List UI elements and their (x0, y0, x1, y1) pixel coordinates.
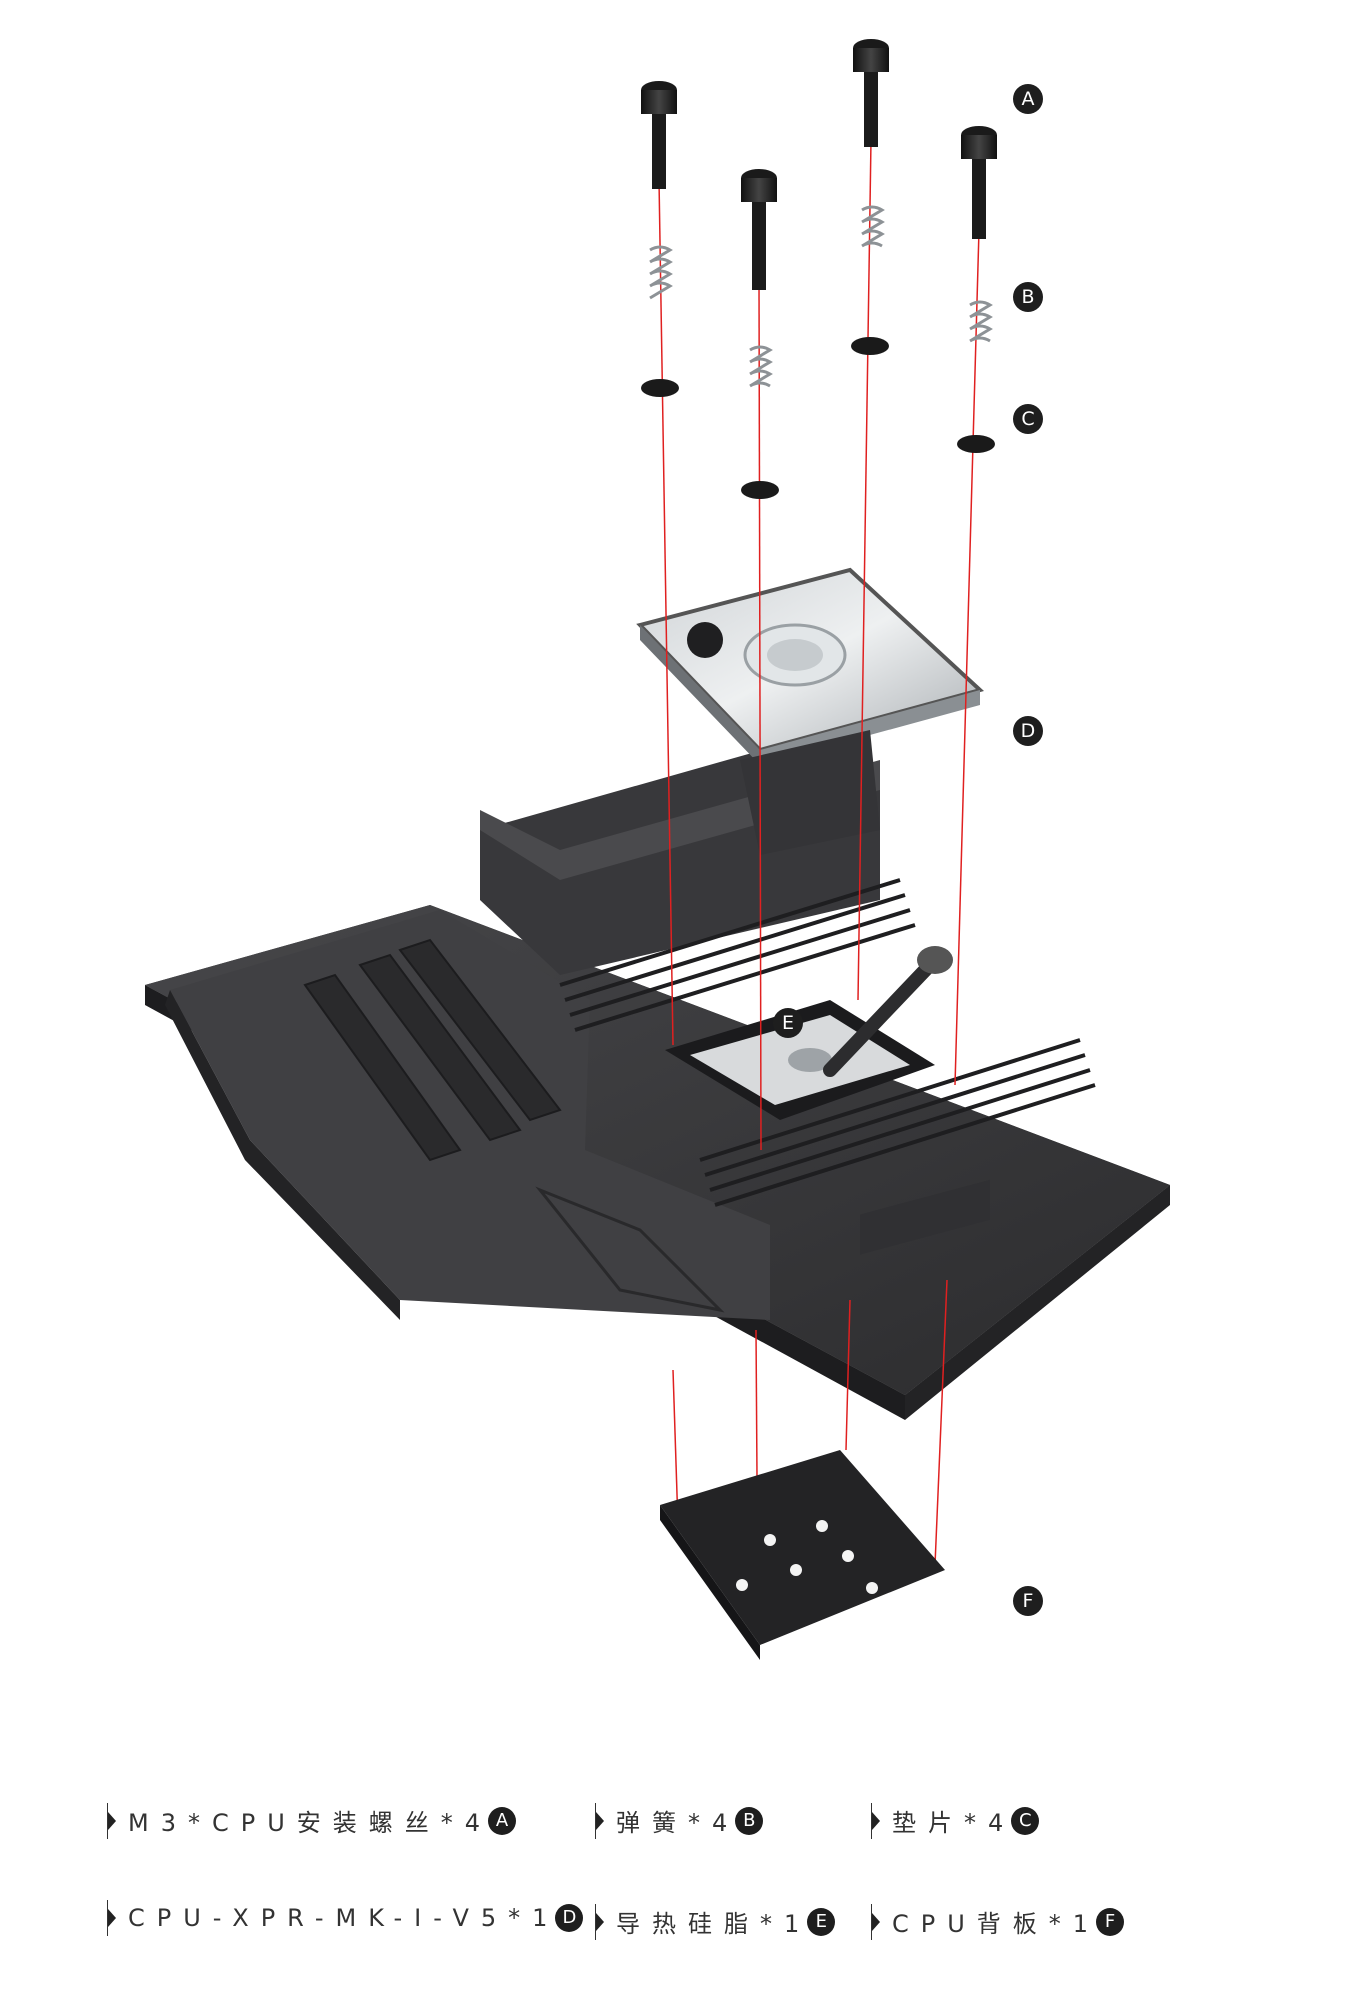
spring (861, 205, 885, 248)
legend-label: CPU-XPR-MK-I-V5*1 (128, 1904, 560, 1932)
legend-badge: E (807, 1907, 836, 1936)
callout-f: F (1013, 1586, 1043, 1616)
washer (641, 379, 679, 397)
cpu-water-block (636, 567, 985, 855)
screw (853, 39, 889, 147)
washers (641, 337, 995, 499)
legend-label: 导热硅脂*1 (616, 1910, 812, 1938)
rog-logo (535, 1186, 725, 1313)
legend-badge: B (735, 1806, 764, 1835)
washer (741, 481, 779, 499)
legend-badge: C (1011, 1806, 1040, 1835)
legend-marker (595, 1802, 604, 1839)
callout-d: D (1013, 716, 1043, 746)
legend-item-thermal-paste: 导热硅脂*1 E (595, 1903, 836, 1940)
exploded-assembly-diagram (145, 39, 1170, 1660)
m2-slots (303, 938, 562, 1162)
motherboard (145, 745, 1170, 1420)
legend-label: M3*CPU安装螺丝*4 (128, 1809, 493, 1837)
legend-item-backplate: CPU背板*1 F (871, 1903, 1125, 1940)
legend-badge: A (488, 1806, 517, 1835)
callout-e: E (773, 1008, 803, 1038)
legend-marker (871, 1802, 880, 1839)
legend-marker (595, 1903, 604, 1940)
legend-marker (871, 1903, 880, 1940)
legend-item-water-block: CPU-XPR-MK-I-V5*1 D (107, 1900, 584, 1936)
legend-marker (107, 1900, 116, 1936)
cpu-backplate (660, 1450, 945, 1660)
callout-a: A (1013, 84, 1043, 114)
guide-lines (658, 139, 980, 1626)
spring (649, 245, 673, 300)
spring (969, 300, 993, 343)
spring (749, 345, 773, 388)
legend-item-springs: 弹簧*4 B (595, 1802, 764, 1839)
mounting-screws (641, 39, 997, 290)
legend-item-washers: 垫片*4 C (871, 1802, 1040, 1839)
legend-label: 垫片*4 (892, 1809, 1016, 1837)
thermal-paste-syringe (823, 946, 953, 1077)
screw (961, 126, 997, 239)
screw (641, 81, 677, 189)
heatsink-fins (559, 878, 1096, 1207)
callout-c: C (1013, 404, 1043, 434)
callout-b: B (1013, 282, 1043, 312)
legend-item-screws: M3*CPU安装螺丝*4 A (107, 1802, 517, 1839)
screw (741, 169, 777, 290)
legend-label: 弹簧*4 (616, 1809, 740, 1837)
washer (957, 435, 995, 453)
legend-badge: D (555, 1904, 584, 1932)
springs (649, 205, 993, 388)
legend-badge: F (1096, 1907, 1125, 1936)
legend-label: CPU背板*1 (892, 1910, 1101, 1938)
legend-marker (107, 1802, 116, 1839)
washer (851, 337, 889, 355)
